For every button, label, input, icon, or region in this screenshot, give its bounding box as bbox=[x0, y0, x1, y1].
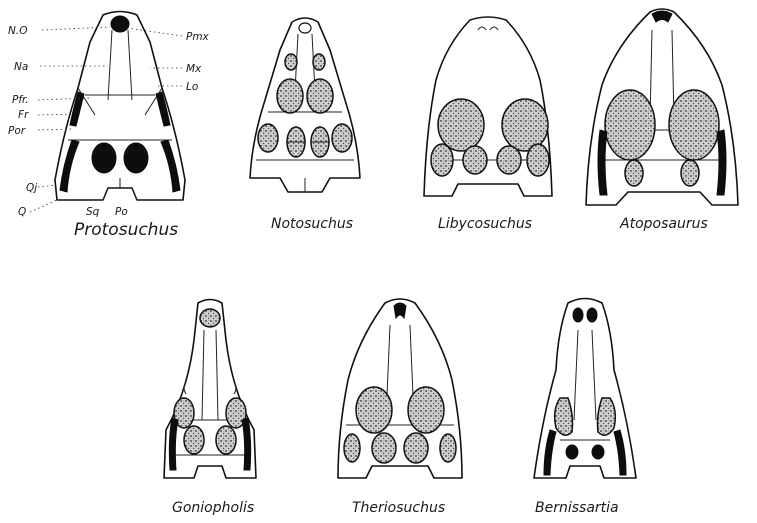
caption-bernissartia: Bernissartia bbox=[535, 500, 619, 516]
skull-notosuchus bbox=[250, 18, 360, 192]
caption-theriosuchus: Theriosuchus bbox=[352, 500, 445, 516]
label-lo: Lo bbox=[186, 81, 198, 93]
caption-atoposaurus: Atoposaurus bbox=[619, 216, 708, 232]
skull-libycosuchus bbox=[424, 17, 552, 196]
label-pmx: Pmx bbox=[186, 31, 210, 43]
label-qj: Qj bbox=[26, 182, 37, 194]
skull-bernissartia bbox=[534, 299, 636, 479]
skull-theriosuchus bbox=[338, 299, 462, 478]
caption-notosuchus: Notosuchus bbox=[271, 216, 353, 232]
caption-libycosuchus: Libycosuchus bbox=[438, 216, 532, 232]
label-po: Po bbox=[115, 206, 128, 218]
label-mx: Mx bbox=[186, 63, 202, 75]
label-por: Por bbox=[8, 125, 26, 137]
label-na: Na bbox=[14, 61, 28, 73]
skull-goniopholis bbox=[164, 300, 256, 479]
skull-protosuchus bbox=[55, 12, 185, 201]
label-fr: Fr bbox=[18, 109, 29, 121]
label-pfr: Pfr. bbox=[12, 94, 29, 106]
caption-goniopholis: Goniopholis bbox=[172, 500, 254, 516]
label-no: N.O bbox=[8, 25, 27, 37]
label-sq: Sq bbox=[86, 206, 100, 218]
label-q: Q bbox=[18, 206, 26, 218]
caption-protosuchus: Protosuchus bbox=[74, 220, 178, 240]
skull-atoposaurus bbox=[586, 9, 738, 205]
